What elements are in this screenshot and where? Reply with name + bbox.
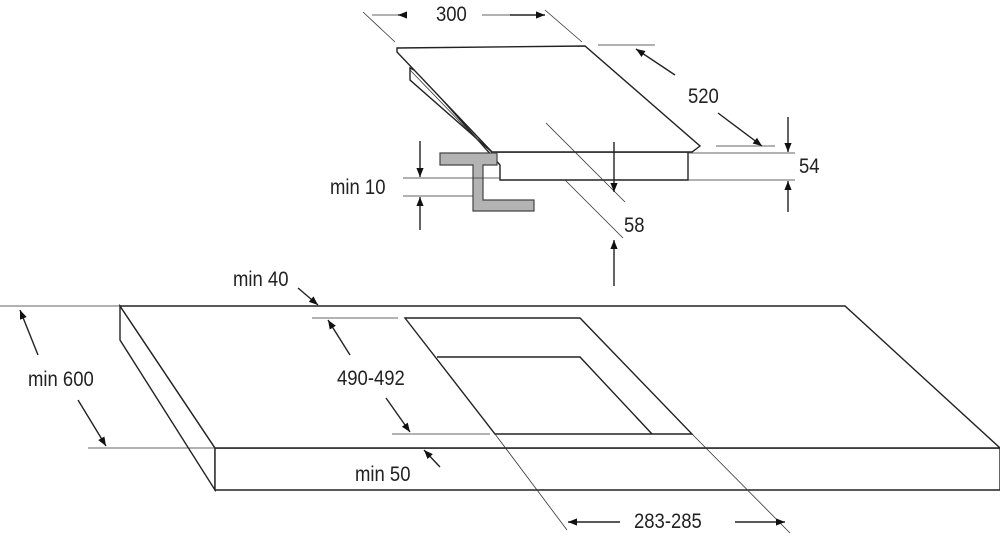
- hob-dimension-lines: [362, 9, 795, 286]
- hob-top-surface: [396, 45, 702, 153]
- hob-width-label: 300: [436, 3, 467, 26]
- countertop-drawing: [118, 303, 1000, 493]
- hob-height-label: 54: [799, 155, 820, 178]
- hob-depth-label: 520: [688, 85, 719, 108]
- min-front-distance-label: min 50: [355, 463, 411, 486]
- mounting-bracket: [439, 152, 535, 212]
- bracket-drawing: [439, 152, 535, 212]
- min-clearance-label: min 10: [330, 176, 386, 199]
- countertop-front: [214, 447, 1000, 491]
- min-back-distance-label: min 40: [233, 268, 289, 291]
- cutout-depth-label: 490-492: [337, 367, 405, 390]
- cutout-inner-edge: [437, 356, 653, 435]
- cutout-width-label: 283-285: [634, 510, 702, 533]
- countertop-dimension-lines: [0, 287, 791, 534]
- min-depth-label: min 600: [28, 368, 94, 391]
- below-surface-label: 58: [624, 214, 645, 237]
